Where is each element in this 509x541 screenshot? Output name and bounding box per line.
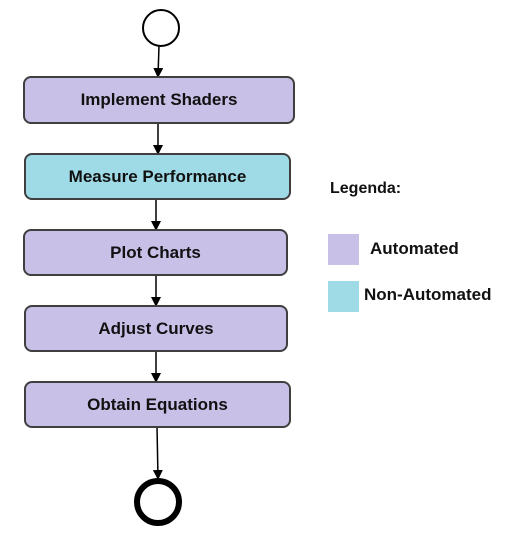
step-adjust-curves: Adjust Curves bbox=[24, 305, 288, 352]
connector-step-5-to-end bbox=[152, 426, 163, 480]
step-implement-shaders: Implement Shaders bbox=[23, 76, 295, 124]
legend-swatch-non-automated bbox=[328, 281, 359, 312]
legend-label-automated: Automated bbox=[370, 239, 459, 258]
step-plot-charts: Plot Charts bbox=[23, 229, 288, 276]
step-label: Adjust Curves bbox=[98, 318, 214, 338]
legend-swatch-automated bbox=[328, 234, 359, 265]
step-measure-performance: Measure Performance bbox=[24, 153, 291, 200]
start-node bbox=[142, 9, 180, 47]
step-label: Implement Shaders bbox=[80, 90, 238, 109]
step-label: Obtain Equations bbox=[87, 394, 228, 414]
connector-start-to-step-1 bbox=[153, 45, 164, 78]
end-node bbox=[134, 478, 182, 526]
step-label: Measure Performance bbox=[68, 166, 247, 186]
legend-label-non-automated: Non-Automated bbox=[364, 285, 492, 304]
legend-title: Legenda: bbox=[330, 180, 402, 197]
step-obtain-equations: Obtain Equations bbox=[24, 381, 291, 428]
step-label: Plot Charts bbox=[110, 242, 201, 262]
